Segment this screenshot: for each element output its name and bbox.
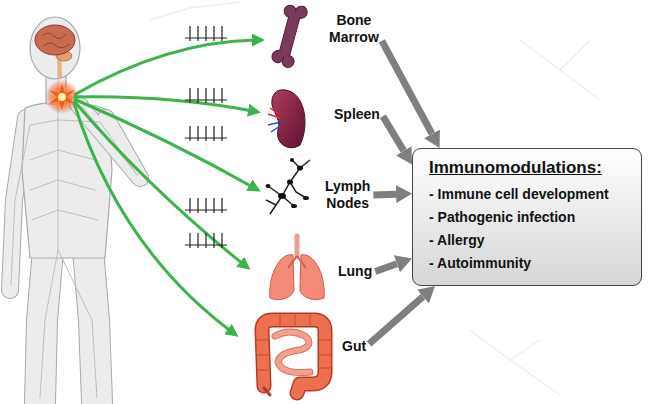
- bone-marrow-icon: [279, 11, 300, 58]
- nerve-arrow: [74, 40, 262, 335]
- list-item: - Pathogenic infection: [429, 206, 575, 229]
- spleen-icon: [272, 90, 305, 148]
- organ-name: Lung: [338, 263, 372, 280]
- human-figure: [30, 17, 80, 79]
- gut-icon: [257, 314, 331, 395]
- organ-label: Lung: [335, 263, 375, 280]
- spleen-icon: [268, 122, 281, 132]
- bone-marrow-icon: [278, 11, 301, 58]
- background-neurons: [520, 40, 600, 100]
- lymph-node-icon: [290, 158, 294, 162]
- organ-name: Lymph Nodes: [325, 178, 370, 212]
- flow-arrow: [383, 116, 404, 151]
- spike-train: [185, 198, 227, 213]
- organ-name: Bone Marrow: [329, 12, 379, 46]
- organ-label: Spleen: [331, 106, 383, 123]
- neural-burst: [58, 93, 66, 101]
- gut-icon: [275, 332, 310, 373]
- lymph-node-icon: [266, 158, 311, 214]
- lymph-node-icon: [278, 193, 286, 199]
- organ-name: Gut: [342, 338, 366, 355]
- lymph-node-icon: [266, 160, 310, 214]
- organ-label: Bone Marrow: [326, 12, 382, 46]
- lung-icon: [270, 255, 294, 300]
- lung-icon: [295, 236, 300, 256]
- neural-burst: [45, 80, 79, 114]
- background-neurons: [150, 2, 240, 20]
- gut-icon: [264, 388, 270, 395]
- nerve-arrow: [74, 40, 262, 95]
- gut-icon: [262, 320, 325, 393]
- lymph-node-icon: [266, 184, 271, 188]
- flow-arrow: [369, 297, 423, 344]
- background-neurons: [470, 330, 560, 395]
- gut-icon: [275, 332, 310, 373]
- organ-name: Spleen: [334, 106, 380, 123]
- spike-train: [185, 26, 227, 41]
- flow-arrow: [375, 264, 397, 272]
- nerve-arrow: [74, 103, 236, 335]
- spike-train: [185, 233, 227, 248]
- flow-arrow: [373, 191, 396, 199]
- list-item: - Immune cell development: [429, 183, 609, 206]
- list-item: - Autoimmunity: [429, 252, 531, 275]
- list-item: - Allergy: [429, 229, 485, 252]
- organ-label: Lymph Nodes: [322, 178, 373, 212]
- spleen-icon: [268, 108, 280, 118]
- lymph-node-icon: [287, 180, 293, 185]
- box-title: Immunomodulations:: [429, 157, 602, 179]
- brain: [35, 25, 75, 55]
- lung-icon: [270, 236, 324, 300]
- lung-icon: [300, 255, 324, 300]
- spleen-icon: [268, 90, 305, 148]
- neural-burst: [49, 84, 75, 110]
- lymph-node-icon: [291, 204, 297, 208]
- gut-icon: [257, 314, 331, 370]
- nerve-arrow: [74, 101, 248, 268]
- gut-icon: [262, 320, 325, 393]
- lung-icon: [288, 256, 306, 268]
- lymph-node-icon: [303, 196, 309, 200]
- spike-train: [185, 26, 227, 248]
- spike-train: [185, 126, 227, 141]
- flow-arrow: [382, 41, 432, 134]
- organ-label: Gut: [339, 338, 369, 355]
- lymph-node-icon: [297, 166, 303, 171]
- bone-marrow-icon: [270, 2, 309, 69]
- summary-box: Immunomodulations: - Immune cell developm…: [412, 148, 642, 286]
- brain: [35, 25, 75, 76]
- human-figure: [11, 62, 138, 398]
- neural-burst: [45, 80, 79, 114]
- brain: [42, 33, 70, 48]
- spike-train: [185, 88, 227, 103]
